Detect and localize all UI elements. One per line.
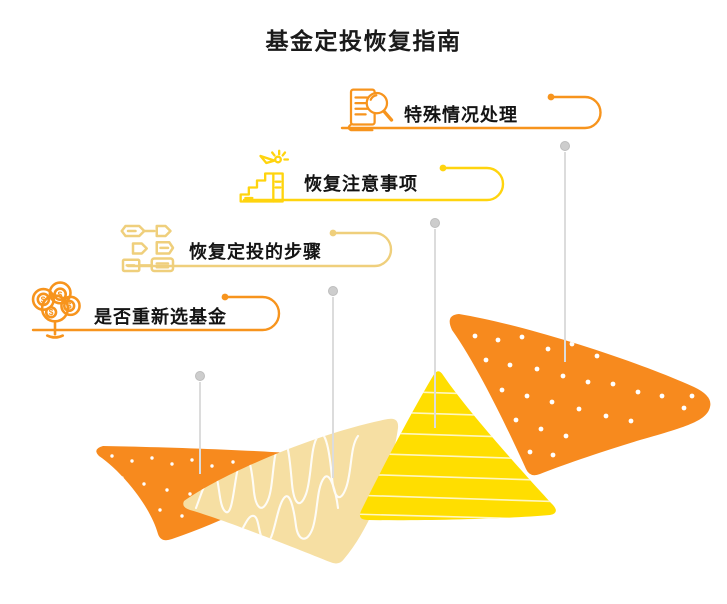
connector-line [332,297,334,478]
svg-text:$: $ [67,301,72,311]
bracket-line [126,229,393,268]
guide-item-label: 恢复定投的步骤 [189,242,322,262]
connector-dot [430,218,440,228]
connector-line [564,152,566,362]
bracket-line [31,293,281,332]
page-title: 基金定投恢复指南 [265,28,462,54]
connector-dot [560,141,570,151]
bracket-line [242,164,505,202]
connector-line [434,229,436,428]
document-search-icon [347,88,394,132]
bracket-line [340,93,602,130]
svg-text:$: $ [49,307,54,317]
mountain-cream [183,418,399,564]
guide-item-label: 特殊情况处理 [404,105,518,125]
svg-text:$: $ [58,289,63,299]
guide-item-label: 是否重新选基金 [94,307,227,327]
connector-dot [328,286,338,296]
guide-item-label: 恢复注意事项 [304,174,418,194]
stairs-flag-icon [239,149,290,203]
connector-dot [195,371,205,381]
connector-line [199,382,201,474]
svg-text:$: $ [41,294,46,304]
money-tree-icon: $ $ $ $ [31,281,81,339]
